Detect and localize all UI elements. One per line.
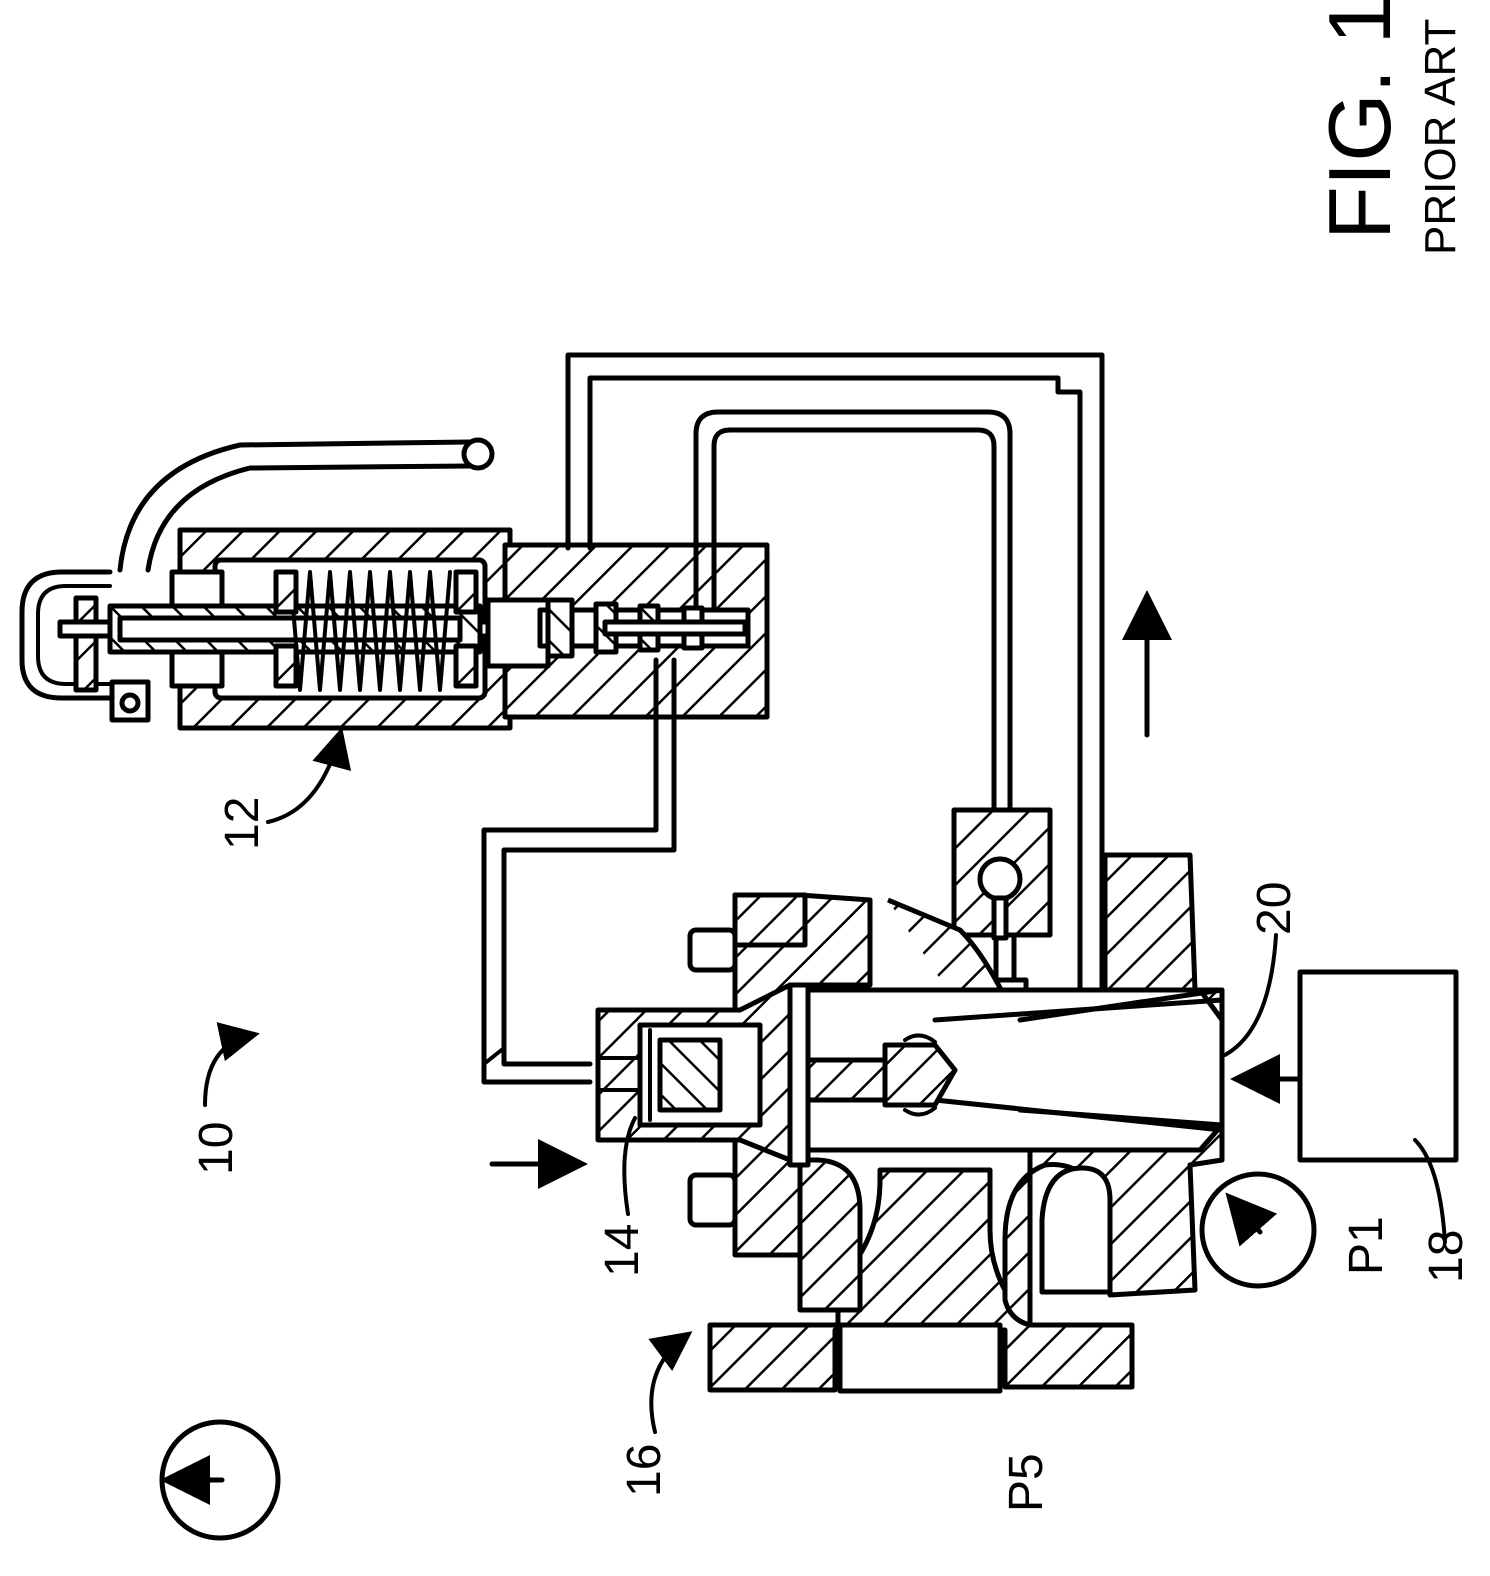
- pressure-source-box: [1300, 972, 1456, 1160]
- check-valve: [954, 810, 1050, 938]
- leader-20: [1225, 935, 1276, 1055]
- leader-10: [205, 1035, 252, 1105]
- label-20: 20: [1248, 882, 1301, 935]
- figure-subtitle: PRIOR ART: [1416, 19, 1465, 255]
- figure-title: FIG. 1: [1310, 0, 1409, 240]
- leader-16: [651, 1336, 686, 1432]
- label-14: 14: [596, 1224, 649, 1277]
- label-p5: P5: [1000, 1453, 1053, 1512]
- label-12: 12: [216, 797, 269, 850]
- gauge-p1-needle: [1232, 1200, 1260, 1232]
- bolt-upper: [690, 930, 735, 970]
- gauge-p5: [162, 1422, 278, 1538]
- label-16: 16: [618, 1444, 671, 1497]
- bolt-lower: [690, 1175, 735, 1225]
- label-10: 10: [190, 1122, 243, 1175]
- check-ball: [980, 859, 1020, 899]
- label-p1: P1: [1340, 1216, 1393, 1275]
- gauge-p1: [1202, 1174, 1314, 1286]
- actuator-piston: [660, 1040, 720, 1110]
- outlet-bore: [840, 1325, 1000, 1391]
- leader-12: [268, 735, 340, 822]
- cap-nut: [76, 598, 96, 690]
- lever-pin: [122, 695, 138, 711]
- label-18: 18: [1420, 1230, 1473, 1283]
